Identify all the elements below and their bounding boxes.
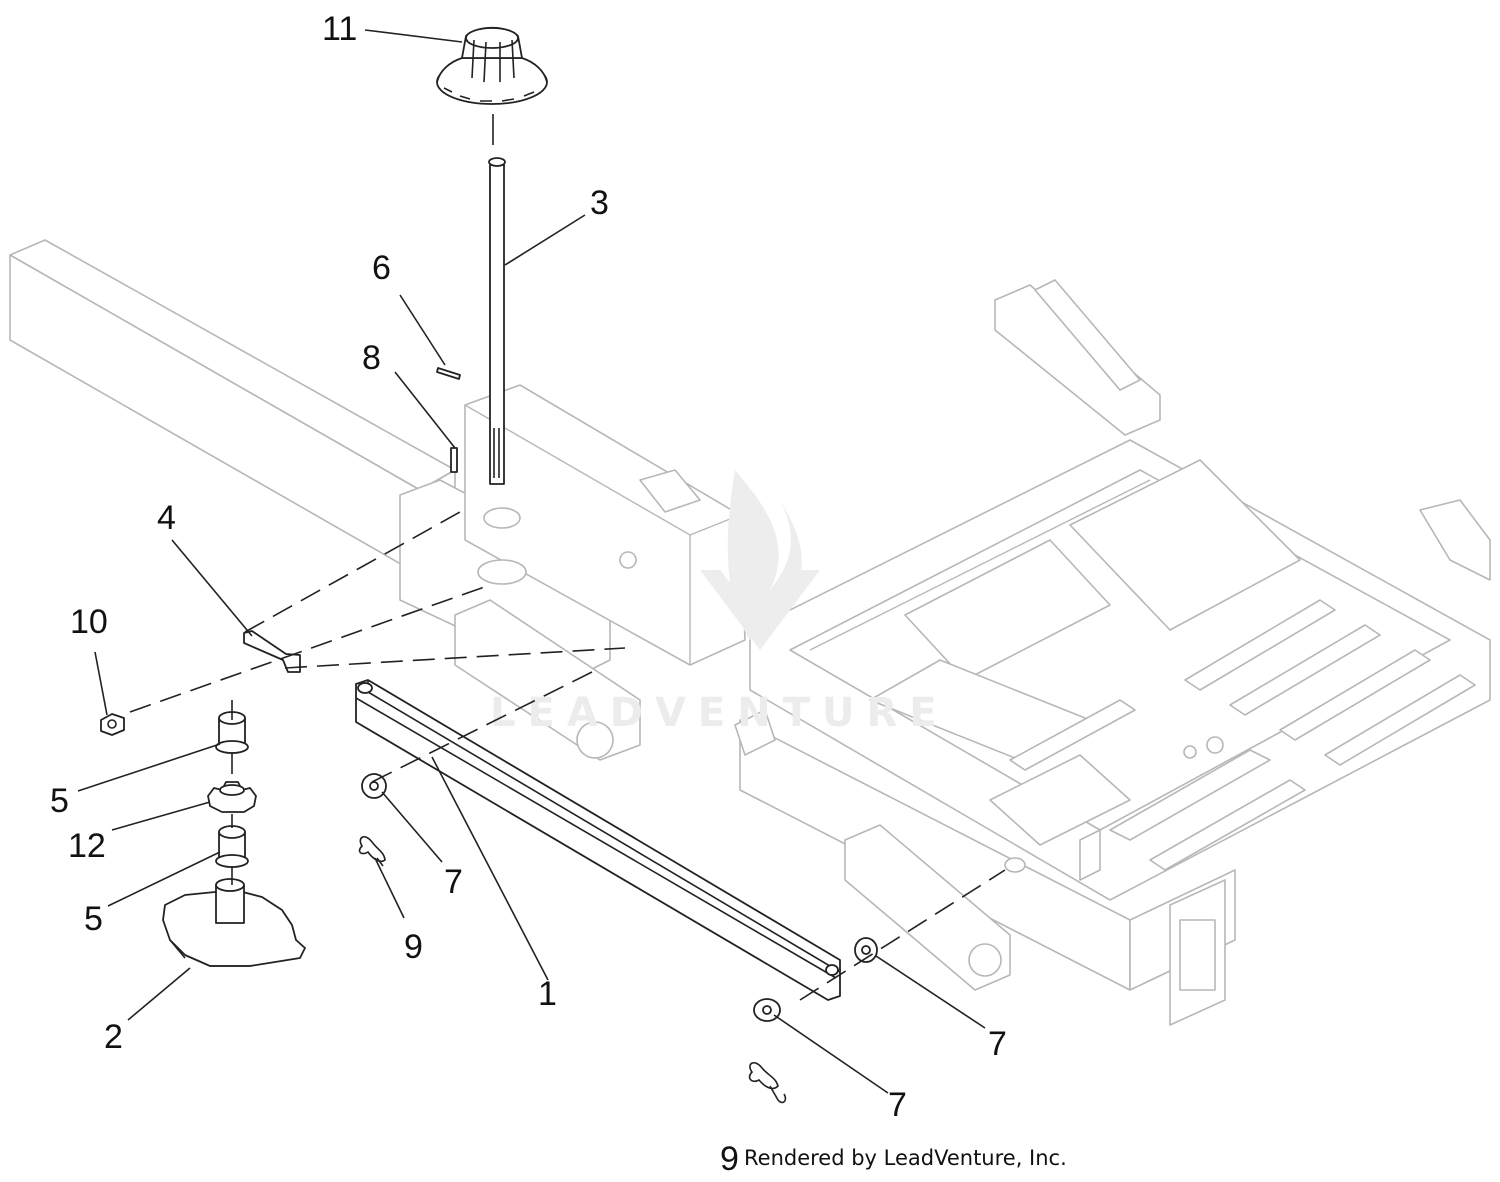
pin-6 [436,367,461,380]
callout-5-upper: 5 [50,782,69,820]
leader-lines [77,29,986,1094]
nut-10 [100,713,125,736]
callout-9-a: 9 [404,928,423,966]
clip-4 [243,630,301,673]
credit-text: Rendered by LeadVenture, Inc. [744,1146,1067,1170]
gear-12 [207,781,257,813]
callout-6: 6 [372,249,391,287]
watermark: LEADVENTURE [490,470,949,736]
callout-4: 4 [157,499,176,537]
callout-10: 10 [70,603,108,641]
hairpin-9-b [748,1061,787,1104]
washer-7-c [753,998,781,1022]
knob-11 [436,26,548,105]
hairpin-9-a [358,835,386,867]
callout-12: 12 [68,827,106,865]
bushing-5-lower [215,825,249,868]
callout-7-a: 7 [444,863,463,901]
callout-2: 2 [104,1018,123,1056]
callouts: 11 3 6 8 4 10 5 12 5 2 7 9 1 7 7 9 [50,10,1007,1178]
callout-1: 1 [538,975,557,1013]
shaft-3 [488,157,506,485]
washer-7-b [854,937,878,963]
callout-8: 8 [362,339,381,377]
callout-7-c: 7 [888,1086,907,1124]
callout-5-lower: 5 [84,900,103,938]
callout-11: 11 [322,10,357,48]
adjust-bar-1 [355,679,841,1001]
selector-plate-2 [162,878,306,967]
callout-7-b: 7 [988,1025,1007,1063]
mower-frame [9,239,1491,1026]
watermark-text: LEADVENTURE [490,690,949,736]
roll-pin-8 [450,447,458,473]
callout-9-b: 9 [720,1140,739,1178]
callout-3: 3 [590,184,609,222]
assembly-lines [129,511,1006,1001]
washer-7-a [361,773,387,799]
